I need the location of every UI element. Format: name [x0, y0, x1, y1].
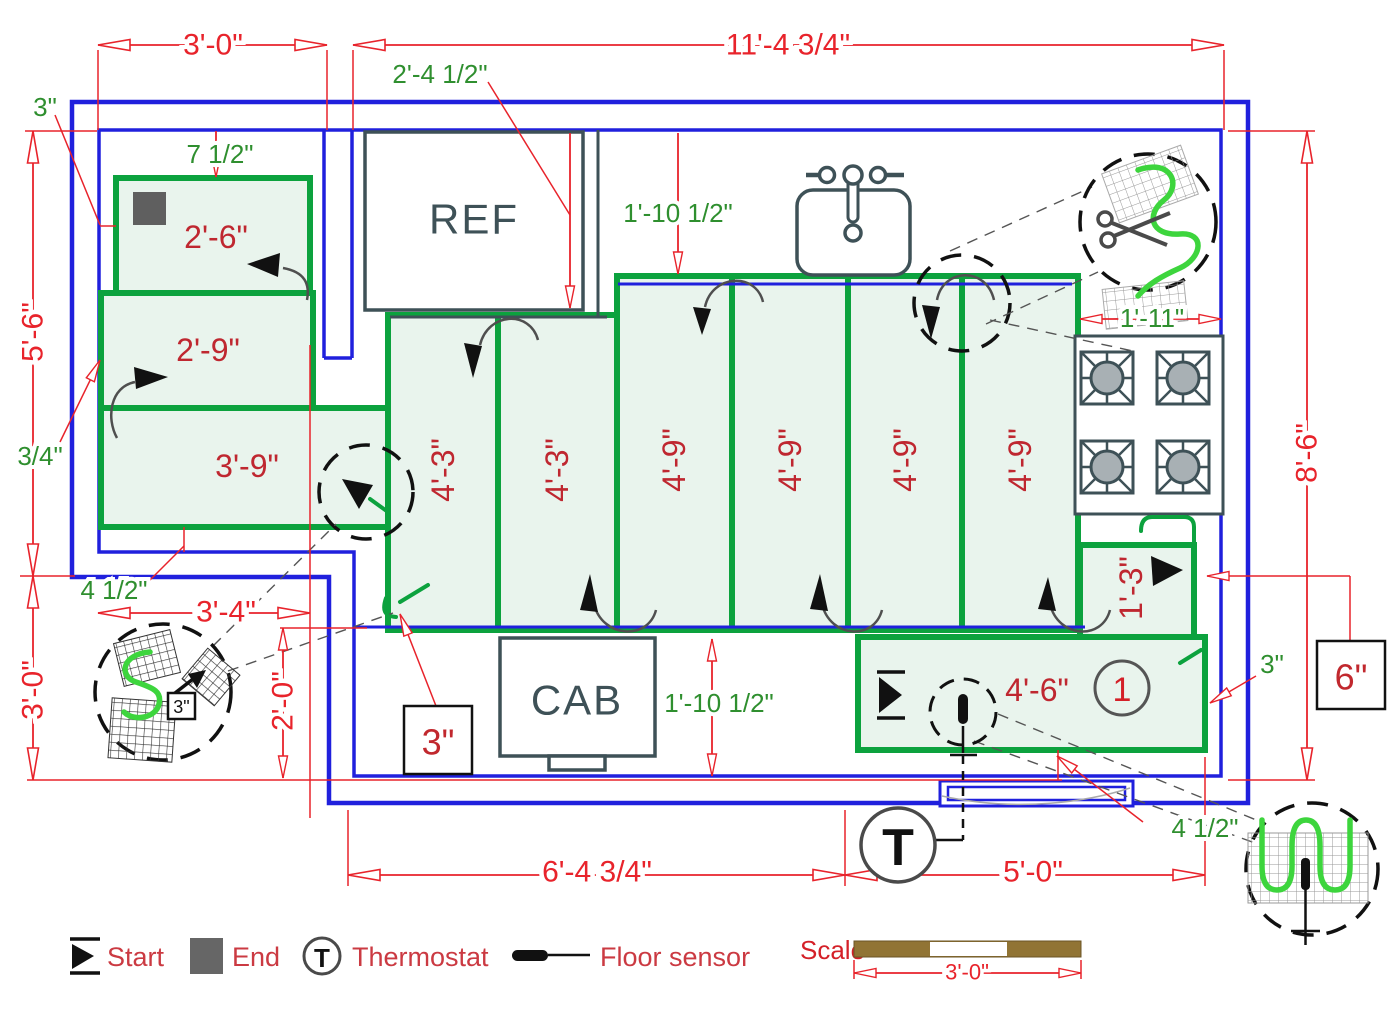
legend-thermostat-icon	[302, 936, 342, 976]
legend-thermostat-label: Thermostat	[352, 942, 489, 972]
offset-corner: 3"	[1260, 649, 1284, 679]
dim-closet-height: 3'-0"	[17, 660, 50, 720]
detail-leader-lines	[212, 186, 1267, 844]
mat-label-1-3: 1'-3"	[1113, 556, 1149, 620]
dimensions: 3'-0" 11'-4 3/4" 5'-6" 3'-0" 8'-6" 3'-4"…	[12, 24, 1328, 893]
sensor-tip-icon	[1301, 858, 1310, 890]
mat-strip-label: 4'-3"	[425, 438, 461, 502]
legend-end-icon	[190, 938, 223, 974]
offset-sink: 1'-10 1/2"	[623, 198, 733, 228]
dim-step-width: 3'-4"	[196, 596, 256, 629]
offset-right-gap: 4 1/2"	[1171, 813, 1238, 843]
mat-label-3-9: 3'-9"	[215, 448, 279, 484]
offset-wall: 3"	[33, 92, 57, 122]
sensor-detail-bubble	[1244, 801, 1380, 945]
dim-room-height: 8'-6"	[1291, 423, 1324, 483]
floor-sensor	[928, 677, 998, 842]
offset-side: 3/4"	[17, 441, 62, 471]
mat-label-2-9: 2'-9"	[176, 332, 240, 368]
mat-label-4-6: 4'-6"	[1005, 672, 1069, 708]
mat-strip-label: 4'-9"	[656, 428, 692, 492]
legend-start-icon	[70, 937, 100, 975]
legend-sensor-icon	[512, 950, 590, 961]
legend-sensor-label: Floor sensor	[600, 942, 750, 972]
refrigerator: REF	[363, 130, 607, 319]
cabinet: CAB	[498, 636, 657, 772]
dim-alcove-height: 5'-6"	[17, 302, 50, 362]
offset-ref: 2'-4 1/2"	[392, 59, 487, 89]
burner-icon	[1155, 439, 1211, 495]
dim-cab-gap: 2'-0"	[267, 671, 300, 731]
cab-label: CAB	[531, 677, 623, 724]
spacing-value: 3"	[173, 697, 189, 717]
callout-gap6: 6"	[1335, 657, 1368, 698]
thermostat: T	[859, 806, 937, 884]
door-threshold	[938, 779, 1135, 808]
legend-thermostat-symbol: T	[314, 943, 330, 973]
legend-start-label: Start	[107, 942, 165, 972]
legend-end-label: End	[232, 942, 280, 972]
room-walls	[69, 99, 1251, 806]
sink	[795, 164, 912, 277]
spacing-arrow-icon	[188, 670, 206, 688]
wall-stub	[322, 130, 354, 360]
faucet-icon	[842, 164, 864, 186]
mat-strip-label: 4'-9"	[887, 428, 923, 492]
offset-left-gap: 4 1/2"	[80, 575, 147, 605]
cable-spacing-detail-bubble: 3"	[93, 622, 241, 763]
start-detail-ring	[317, 443, 415, 541]
burner-icon	[1155, 350, 1211, 406]
range-cooktop	[1073, 334, 1225, 516]
cable-tails	[368, 497, 1203, 665]
mat-strip-label: 4'-9"	[772, 428, 808, 492]
scissors-icon	[1096, 210, 1171, 249]
outer-wall	[69, 99, 1251, 806]
mat-labels: 2'-6" 2'-9" 3'-9" 4'-3" 4'-3" 4'-9" 4'-9…	[176, 219, 1151, 717]
floor-sensor-icon	[958, 694, 968, 724]
scale-bar: Scale 3'-0"	[800, 935, 1082, 988]
mat-strip-label: 4'-9"	[1002, 428, 1038, 492]
mat-label-2-6: 2'-6"	[184, 219, 248, 255]
callout-boxes: 3" 6"	[399, 570, 1387, 776]
dim-bottom-right: 5'-0"	[1003, 856, 1063, 889]
mat-3-9	[98, 405, 393, 530]
dim-bottom-left: 6'-4 3/4"	[542, 856, 652, 889]
ref-label: REF	[429, 196, 519, 243]
cut-detail-ring	[912, 253, 1012, 353]
scale-value: 3'-0"	[945, 960, 989, 985]
dim-room-width: 11'-4 3/4"	[726, 29, 850, 62]
offset-range: 1'-11"	[1120, 303, 1184, 333]
dim-alcove-width: 3'-0"	[183, 29, 243, 62]
zone-number: 1	[1113, 671, 1132, 709]
offset-cab: 1'-10 1/2"	[664, 688, 774, 718]
thermostat-symbol: T	[882, 819, 914, 877]
callout-cable3: 3"	[422, 722, 455, 763]
inner-wall	[97, 128, 1223, 778]
zone-circle	[1093, 659, 1151, 717]
offset-labels: 3" 7 1/2" 2'-4 1/2" 1'-10 1/2" 3/4" 4 1/…	[13, 55, 1288, 847]
offset-mat-top: 7 1/2"	[186, 139, 253, 169]
mat-1-3	[1077, 542, 1197, 643]
start-marker-icon	[877, 670, 905, 720]
cut-mat-detail-bubble	[1078, 144, 1218, 330]
burner-icon	[1079, 439, 1135, 495]
legend: Start End T Thermostat Floor sensor	[70, 936, 750, 976]
end-marker-icon	[133, 192, 166, 225]
mat-strip-label: 4'-3"	[539, 438, 575, 502]
mat-turn-arrows	[109, 253, 1183, 633]
burner-icon	[1079, 350, 1135, 406]
